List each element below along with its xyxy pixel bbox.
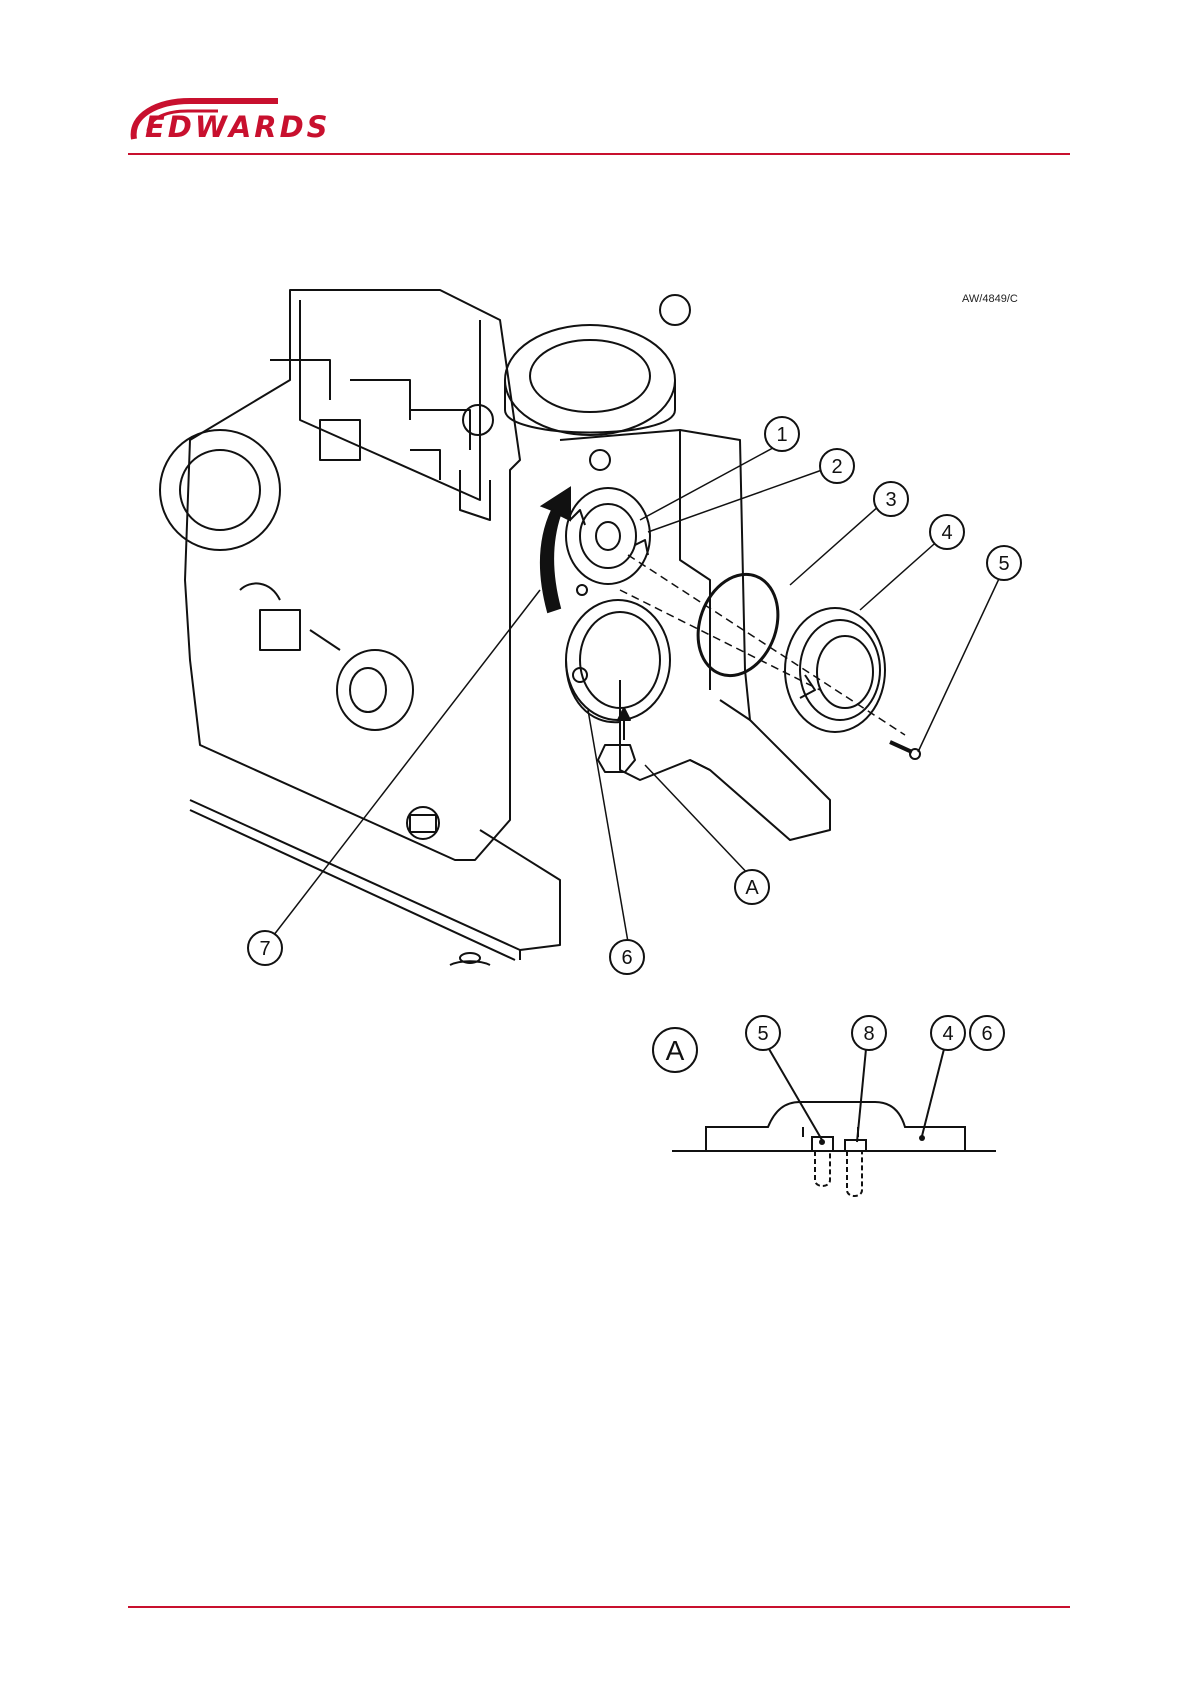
detail-callout-5: 5 bbox=[757, 1023, 768, 1045]
drain-plug bbox=[407, 807, 439, 839]
detail-A-title: A bbox=[666, 1035, 685, 1066]
rotation-arrow bbox=[541, 488, 570, 612]
lifting-eye-left bbox=[463, 405, 493, 435]
callout-1-label: 1 bbox=[776, 424, 787, 446]
motor-housing bbox=[160, 430, 280, 550]
filter-housing bbox=[337, 650, 413, 730]
detail-callout-6: 6 bbox=[981, 1023, 992, 1045]
base-frame bbox=[190, 800, 560, 950]
callout-6-label: 6 bbox=[621, 947, 632, 969]
callout-7-label: 7 bbox=[259, 938, 270, 960]
pump-body bbox=[185, 290, 520, 860]
seal-plate bbox=[566, 488, 650, 584]
lifting-eye-right bbox=[660, 295, 690, 325]
end-cover-fitted bbox=[566, 600, 670, 720]
callout-4-label: 4 bbox=[941, 522, 952, 544]
callout-5-label: 5 bbox=[998, 553, 1009, 575]
detail-callout-8: 8 bbox=[863, 1023, 874, 1045]
callout-2-label: 2 bbox=[831, 456, 842, 478]
detail-callout-4: 4 bbox=[942, 1023, 953, 1045]
callout-A-label: A bbox=[745, 877, 759, 899]
callout-3-label: 3 bbox=[885, 489, 896, 511]
screw bbox=[890, 742, 912, 752]
